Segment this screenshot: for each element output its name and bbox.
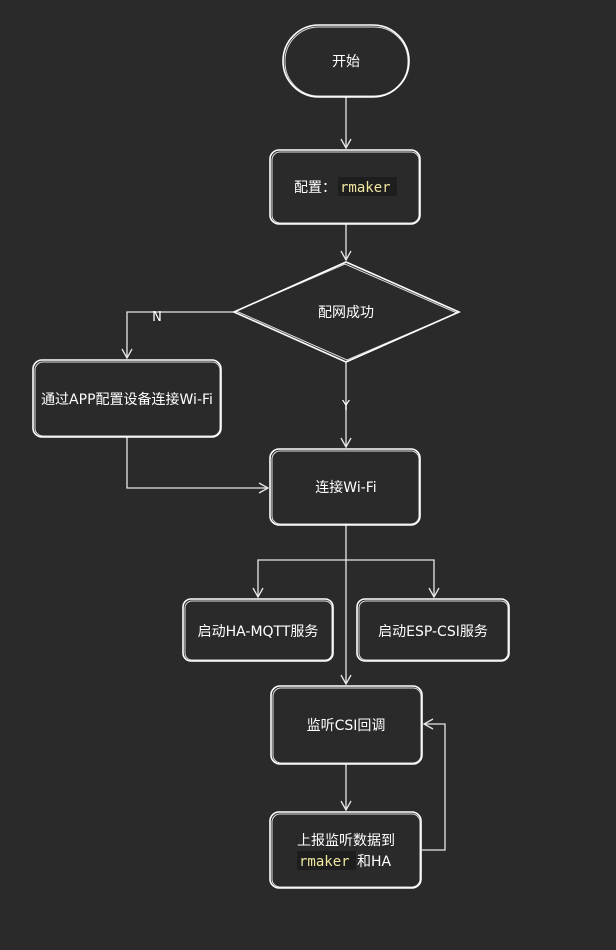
- edge-label-no: N: [152, 310, 162, 325]
- edge-wifi-to-esp: [346, 559, 440, 599]
- node-esp-csi[interactable]: 启动ESP-CSI服务: [356, 598, 510, 662]
- edge-app-to-wifi: [126, 437, 270, 494]
- node-ha-mqtt[interactable]: 启动HA-MQTT服务: [182, 598, 334, 662]
- edge-decision-no: [121, 311, 234, 360]
- node-config[interactable]: 配置：rmaker: [269, 149, 421, 225]
- node-report-line2: rmaker 和HA: [299, 854, 392, 870]
- node-config-label: 配置：rmaker: [294, 180, 391, 196]
- node-decision-label: 配网成功: [318, 305, 374, 321]
- edge-label-yes: Y: [341, 399, 350, 414]
- report-code-bg: [297, 851, 356, 870]
- config-code-bg: [338, 177, 397, 196]
- node-report[interactable]: 上报监听数据到 rmaker 和HA: [269, 811, 422, 889]
- node-config-prefix: 配置：: [294, 180, 336, 196]
- node-decision[interactable]: 配网成功: [232, 261, 461, 363]
- node-ha-mqtt-label: 启动HA-MQTT服务: [198, 624, 319, 640]
- node-start-label: 开始: [332, 54, 360, 70]
- node-listen-csi[interactable]: 监听CSI回调: [270, 685, 423, 765]
- node-connect-wifi[interactable]: 连接Wi-Fi: [269, 448, 421, 526]
- edge-report-loop-back: [422, 718, 446, 851]
- node-app-config[interactable]: 通过APP配置设备连接Wi-Fi: [32, 359, 222, 438]
- node-app-config-label: 通过APP配置设备连接Wi-Fi: [41, 391, 213, 408]
- edge-wifi-split: [252, 525, 347, 599]
- node-listen-csi-label: 监听CSI回调: [307, 718, 386, 734]
- node-report-line1: 上报监听数据到: [297, 833, 395, 849]
- node-report-code: rmaker: [299, 854, 350, 870]
- node-report-suffix: 和HA: [357, 854, 392, 870]
- node-connect-wifi-label: 连接Wi-Fi: [315, 479, 376, 496]
- node-start[interactable]: 开始: [282, 24, 410, 98]
- node-esp-csi-label: 启动ESP-CSI服务: [378, 624, 488, 640]
- node-config-code: rmaker: [340, 180, 391, 196]
- edges: [121, 97, 446, 851]
